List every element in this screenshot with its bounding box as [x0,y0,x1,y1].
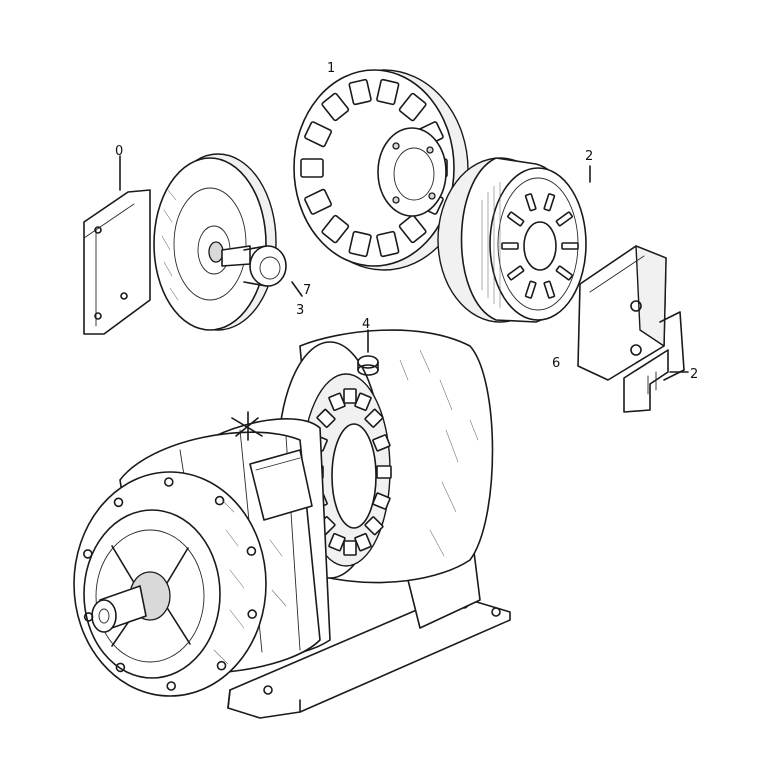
rotor-magnet-segment [376,78,400,106]
callout-6: 6 [552,356,560,371]
callout-0: 0 [115,144,123,159]
rotor-part [293,69,469,271]
bolt-hole [164,477,174,487]
bolt-hole [83,612,94,622]
bolt-hole [246,546,257,556]
ring-slot [555,211,573,227]
ring-slot [561,242,579,250]
rotor-magnet-segment [321,92,350,122]
rotor-magnet-segment [348,230,372,258]
ring-slot [524,193,537,212]
stator-tooth [354,532,372,552]
bolt-hole [83,549,93,559]
rotor-magnet-segment [304,188,332,215]
stator-tooth [354,392,372,412]
callout-leaders [119,155,689,373]
stator-ring-part [437,157,587,323]
ring-slot [507,265,525,281]
callout-2-top: 2 [585,149,593,164]
end-cover-part [83,153,287,335]
stator-tooth [343,540,357,556]
bolt-hole [216,660,227,671]
bolt-hole [115,662,126,673]
stator-tooth [343,388,357,404]
callout-4: 4 [362,317,370,332]
stator-tooth [372,434,391,452]
stator-tooth [328,532,346,552]
ring-slot [555,265,573,281]
stator-tooth [316,408,336,428]
callout-1: 1 [327,61,335,76]
stator-tooth [372,492,391,510]
stator-tooth [328,392,346,412]
callout-2-right: 2 [690,367,698,382]
bolt-hole [214,495,225,506]
stator-tooth [376,465,392,479]
rotor-magnet-segment [300,158,324,178]
rotor-magnet-segment [304,121,332,148]
rotor-magnet-segment [321,214,350,244]
ring-slot [543,193,556,212]
rotor-magnet-segment [376,230,400,258]
ring-slot [524,280,537,299]
ring-slot [507,211,525,227]
terminal-bracket-part [577,245,685,413]
callout-7: 7 [303,283,311,298]
ring-slot [543,280,556,299]
callout-3: 3 [296,303,304,318]
bolt-hole [247,609,257,619]
stator-tooth [364,408,384,428]
bolt-hole [113,497,124,508]
motor-housing-assembly [73,329,511,719]
ring-slot [501,242,519,250]
rotor-magnet-segment [348,78,372,106]
bolt-hole [166,681,176,691]
rotor-magnet-segment [398,92,427,122]
stator-tooth [364,516,384,536]
rotor-magnet-segment [398,214,427,244]
